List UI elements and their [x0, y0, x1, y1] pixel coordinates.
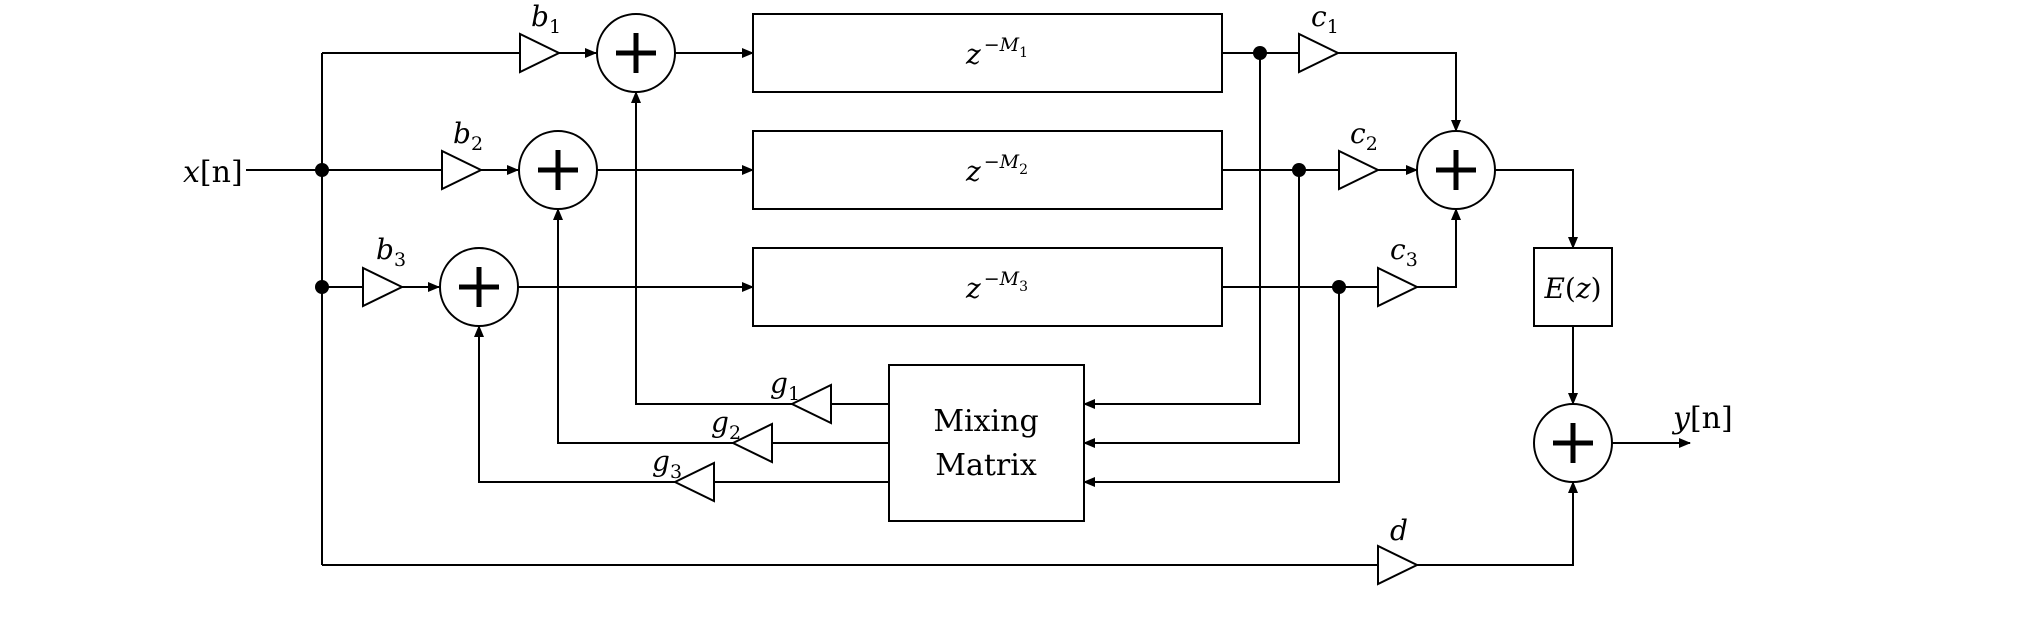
mixing-matrix-line1: Mixing	[933, 404, 1038, 439]
gain-c1-label: c1	[1311, 0, 1339, 38]
summer-1	[596, 13, 676, 93]
gain-g3-label: g3	[652, 445, 682, 483]
input-junction-dot	[315, 163, 329, 177]
gain-b2-triangle	[441, 149, 484, 191]
gain-b1-triangle	[519, 32, 562, 74]
filter-e-label: E(z)	[1543, 272, 1601, 305]
tap-junction-dot-2	[1292, 163, 1306, 177]
gain-b2-label: b2	[453, 117, 483, 155]
mixing-matrix-block	[888, 364, 1085, 522]
gain-g2-label: g2	[711, 406, 741, 444]
delay-1-label: z−M1	[965, 34, 1028, 71]
gain-b3-label: b3	[376, 233, 406, 271]
summer-3	[439, 247, 519, 327]
gain-c1-triangle	[1298, 32, 1341, 74]
input-label: x[n]	[183, 155, 243, 190]
gain-b1-label: b1	[531, 0, 561, 38]
gain-b3-triangle	[362, 266, 405, 308]
filter-e-block	[1533, 247, 1613, 327]
delay-2-label: z−M2	[965, 151, 1028, 188]
gain-d-label: d	[1390, 514, 1408, 547]
final-summer	[1533, 403, 1613, 483]
gain-c2-triangle	[1338, 149, 1381, 191]
tap-junction-dot-1	[1253, 46, 1267, 60]
gain-g1-label: g1	[770, 367, 800, 405]
delay-line-2	[752, 130, 1223, 210]
gain-c3-label: c3	[1390, 233, 1418, 271]
gain-g1-triangle	[789, 383, 832, 425]
output-summer	[1416, 130, 1496, 210]
input-junction-dot	[315, 280, 329, 294]
mixing-matrix-line2: Matrix	[935, 448, 1037, 483]
gain-g3-triangle	[672, 461, 715, 503]
delay-line-3	[752, 247, 1223, 327]
delay-3-label: z−M3	[965, 268, 1028, 305]
tap-junction-dot-3	[1332, 280, 1346, 294]
summer-2	[518, 130, 598, 210]
gain-c3-triangle	[1377, 266, 1420, 308]
output-label: y[n]	[1671, 401, 1733, 436]
gain-g2-triangle	[730, 422, 773, 464]
gain-c2-label: c2	[1350, 117, 1378, 155]
gain-d-triangle	[1377, 544, 1420, 586]
